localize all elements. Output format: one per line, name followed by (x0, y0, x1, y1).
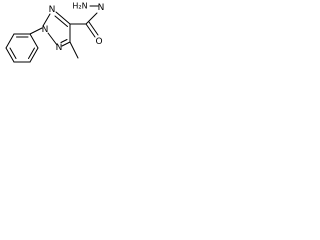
atom-n2: N (42, 25, 49, 35)
carbonyl-double-bond (85, 23, 96, 38)
triazole-ring (42, 11, 71, 47)
carbonyl-double-bond-inner (88, 21, 99, 36)
phenyl-double-bond (28, 47, 35, 59)
chemical-structure-diagram: N N N O N H₂N (5, 2, 105, 63)
ring-bond-c5-n3-double (60, 39, 68, 43)
atom-nh: N (98, 3, 105, 13)
ring-bond-c5-n3 (61, 41, 71, 47)
methyl-bond (69, 41, 79, 59)
ring-bond-n1-c4 (55, 11, 71, 25)
atom-n3: N (56, 43, 63, 53)
ring-bond-n2-n3 (47, 32, 58, 46)
ring-bond-n1-c4-double (54, 15, 68, 27)
carbonyl-nh-bond (85, 12, 98, 25)
phenyl-bond (5, 47, 15, 63)
phenyl-bond (5, 33, 15, 49)
phenyl-bond (29, 33, 39, 49)
atom-n1: N (49, 5, 56, 15)
ring-bond-n1-n2 (42, 13, 51, 27)
phenyl-double-bond (9, 47, 17, 59)
phenyl-ring (5, 33, 39, 63)
phenyl-bond (29, 47, 39, 63)
atom-h2n: H₂N (72, 2, 87, 11)
atom-o: O (95, 37, 102, 47)
phenyl-n2-bond (29, 27, 43, 35)
